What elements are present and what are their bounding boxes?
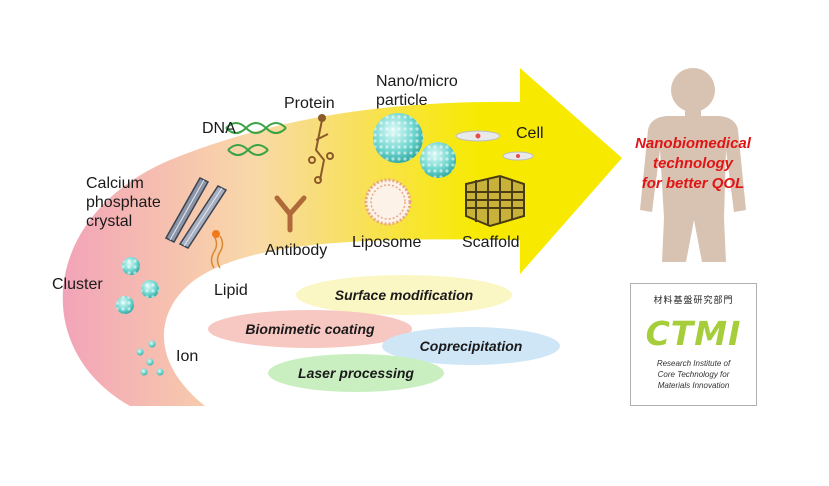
label-nano-particle: Nano/micro particle: [376, 73, 458, 109]
ion-icon: [136, 340, 164, 376]
ctmi-logo: 材料基盤研究部門 CTMI Research Institute of Core…: [630, 283, 757, 406]
label-liposome: Liposome: [352, 234, 422, 251]
method-coprecipitation-label: Coprecipitation: [419, 338, 523, 354]
label-cell: Cell: [516, 125, 544, 142]
cluster-icon: [116, 257, 159, 314]
label-scaffold: Scaffold: [462, 234, 520, 251]
label-cluster: Cluster: [52, 276, 103, 293]
logo-subtitle: Research Institute of Core Technology fo…: [656, 359, 731, 390]
protein-icon: [308, 114, 334, 184]
antibody-icon: [274, 195, 307, 233]
outcome-text: Nanobiomedical technology for better QOL: [618, 134, 768, 194]
logo-kanji: 材料基盤研究部門: [653, 296, 734, 306]
process-arrow: [62, 68, 622, 406]
human-icon: [640, 68, 746, 262]
dna-icon: [225, 122, 287, 156]
label-antibody: Antibody: [265, 242, 328, 259]
cell-icon: [455, 130, 534, 161]
method-laser-label: Laser processing: [298, 365, 414, 381]
label-calcium-phosphate: Calcium phosphate crystal: [86, 175, 161, 230]
method-biomimetic-label: Biomimetic coating: [245, 321, 375, 337]
outcome-label: Nanobiomedical technology for better QOL: [635, 135, 751, 192]
lipid-icon: [210, 230, 224, 269]
label-ion: Ion: [176, 348, 199, 365]
logo-wordmark: CTMI: [645, 314, 742, 353]
method-biomimetic-coating: Biomimetic coating: [208, 310, 412, 348]
scaffold-icon: [465, 174, 525, 228]
method-laser-processing: Laser processing: [268, 354, 444, 392]
label-dna: DNA: [202, 120, 236, 137]
label-lipid: Lipid: [214, 282, 248, 299]
crystal-icon: [164, 177, 228, 249]
method-surface-label: Surface modification: [334, 287, 474, 303]
liposome-icon: [364, 178, 412, 226]
label-protein: Protein: [284, 95, 335, 112]
method-surface-modification: Surface modification: [296, 275, 512, 315]
nanoparticle-icon: [373, 113, 456, 178]
